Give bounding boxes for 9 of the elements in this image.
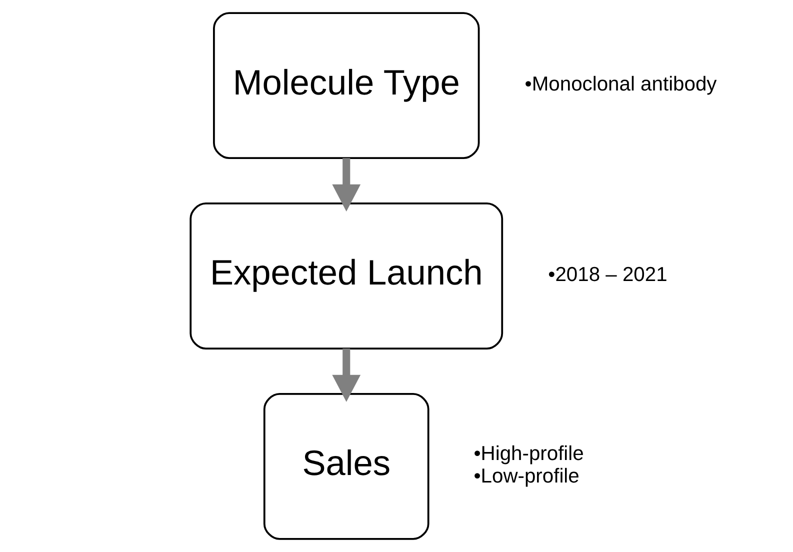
arrow	[332, 158, 361, 212]
node-box: Expected Launch	[190, 202, 504, 350]
node-box: Molecule Type	[213, 12, 480, 160]
node-label: •2018 – 2021	[548, 264, 668, 286]
node-label: •Low-profile	[474, 466, 580, 488]
arrow	[332, 348, 361, 402]
node-label: •Monoclonal antibody	[524, 73, 717, 96]
node-box: Sales	[263, 392, 430, 540]
node-label: •High-profile	[474, 442, 584, 465]
